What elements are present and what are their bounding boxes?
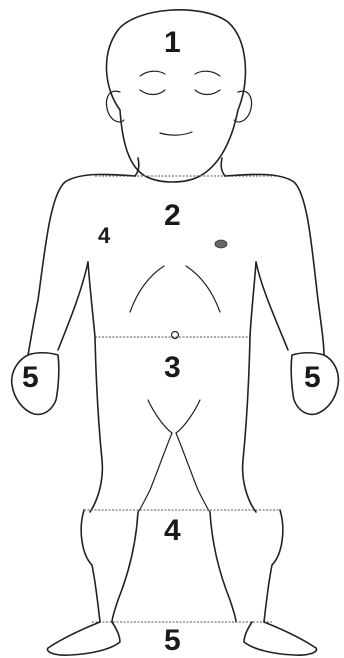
right-arm-outline [225, 174, 324, 355]
region-label-right-hand: 5 [304, 361, 321, 394]
groin-left [148, 400, 172, 433]
region-label-feet: 5 [164, 624, 181, 657]
left-lower-leg [81, 510, 138, 622]
right-eye [195, 90, 220, 95]
region-label-head: 1 [164, 26, 181, 59]
left-arm-inner [58, 262, 88, 350]
left-arm-outline [28, 174, 135, 355]
rib-curve-right [186, 266, 220, 312]
region-label-knees: 4 [164, 514, 181, 547]
rib-curve-left [130, 266, 164, 312]
right-foot [244, 622, 317, 655]
region-label-left-hand: 5 [22, 361, 39, 394]
hip-left [90, 337, 102, 512]
right-eyebrow [195, 71, 220, 76]
groin-right [176, 400, 200, 433]
hip-right [243, 337, 256, 512]
left-eyebrow [140, 71, 165, 76]
nipple [215, 240, 227, 248]
region-label-trunk-side: 4 [98, 223, 111, 248]
right-lower-leg [210, 510, 283, 622]
region-label-abdomen: 3 [164, 351, 181, 384]
navel [172, 332, 179, 339]
left-eye [140, 90, 165, 95]
torso-right [250, 262, 256, 337]
right-arm-inner [256, 262, 288, 350]
left-foot [47, 622, 120, 655]
mouth [160, 132, 192, 135]
inner-legs [138, 433, 210, 512]
torso-left [88, 262, 95, 337]
region-label-chest: 2 [164, 199, 181, 232]
